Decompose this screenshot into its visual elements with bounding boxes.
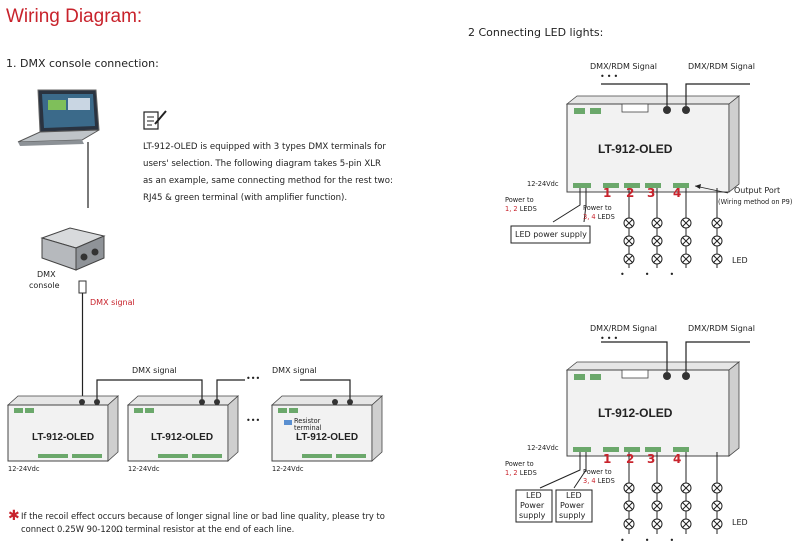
bottom-voltage: 12-24Vdc <box>527 444 559 452</box>
bottom-leds-12: 1, 2 <box>505 469 518 477</box>
supply-a-line-1: LED <box>526 491 542 500</box>
device-bottom-drawing <box>565 361 741 457</box>
section1-heading: 1. DMX console connection: <box>6 57 159 70</box>
console-label-1: DMX <box>37 270 56 279</box>
bottom-leds-34-suffix: LEDS <box>597 477 615 485</box>
top-power-to-12: Power to <box>505 196 534 204</box>
bottom-led-dots: ••• <box>620 536 695 545</box>
dmx-signal-label-2: DMX signal <box>272 366 317 375</box>
bottom-leds-34: 3, 4 <box>583 477 596 485</box>
supply-a-line-2: Power <box>520 501 545 510</box>
bottom-power-to-12: Power to <box>505 460 534 468</box>
bottom-channel-1: 1 <box>603 452 612 466</box>
dmx-console-icon <box>40 227 106 271</box>
top-signal-dots: ••• <box>600 72 621 81</box>
resistor-label-2: terminal <box>294 424 322 432</box>
section2-heading: 2 Connecting LED lights: <box>468 26 604 39</box>
led-lamps-bottom <box>623 482 723 530</box>
top-led-label: LED <box>732 256 748 265</box>
bottom-channel-2: 2 <box>626 452 635 466</box>
bottom-signal-dots: ••• <box>600 334 621 343</box>
supply-a-line-3: supply <box>519 511 546 520</box>
description-text: LT-912-OLED is equipped with 3 types DMX… <box>143 142 393 203</box>
top-voltage: 12-24Vdc <box>527 180 559 188</box>
output-port-label: Output Port <box>734 186 781 195</box>
top-device-name: LT-912-OLED <box>598 142 673 156</box>
resistor-label-1: Resistor <box>294 417 321 425</box>
device-3-voltage: 12-24Vdc <box>272 465 304 473</box>
device-3-drawing <box>270 395 384 462</box>
wiring-method-label: (Wiring method on P9) <box>718 198 793 206</box>
device-2-voltage: 12-24Vdc <box>128 465 160 473</box>
device-2-name: LT-912-OLED <box>151 432 214 443</box>
supply-b-line-3: supply <box>559 511 586 520</box>
supply-b-line-2: Power <box>560 501 585 510</box>
dmx-signal-red-label: DMX signal <box>90 298 135 307</box>
top-led-power-supply: LED power supply <box>515 230 587 239</box>
bottom-led-label: LED <box>732 518 748 527</box>
device-3-name: LT-912-OLED <box>296 432 359 443</box>
top-channel-4: 4 <box>673 186 682 200</box>
top-channel-2: 2 <box>626 186 635 200</box>
edit-note-icon <box>143 110 167 130</box>
device-top-drawing <box>565 95 741 193</box>
bottom-signal-label-1: DMX/RDM Signal <box>590 324 657 333</box>
supply-b-line-1: LED <box>566 491 582 500</box>
footnote: If the recoil effect occurs because of l… <box>21 511 385 534</box>
top-channel-3: 3 <box>647 186 656 200</box>
top-leds-12: 1, 2 <box>505 205 518 213</box>
console-label-2: console <box>29 281 60 290</box>
top-leds-12-suffix: LEDS <box>519 205 537 213</box>
top-power-to-34: Power to <box>583 204 612 212</box>
asterisk-icon: ✱ <box>8 508 20 524</box>
bottom-signal-label-2: DMX/RDM Signal <box>688 324 755 333</box>
device-1-name: LT-912-OLED <box>32 432 95 443</box>
bottom-power-to-34: Power to <box>583 468 612 476</box>
top-led-dots: ••• <box>620 270 695 279</box>
bottom-channel-3: 3 <box>647 452 656 466</box>
led-lamps-top <box>623 217 723 265</box>
laptop-icon <box>17 89 100 146</box>
top-signal-label-2: DMX/RDM Signal <box>688 62 755 71</box>
bottom-channel-4: 4 <box>673 452 682 466</box>
top-leds-34-suffix: LEDS <box>597 213 615 221</box>
top-signal-label-1: DMX/RDM Signal <box>590 62 657 71</box>
page-title: Wiring Diagram: <box>6 6 143 27</box>
chain-ellipsis: ••• <box>246 374 261 383</box>
device-2-drawing <box>126 395 240 462</box>
dmx-signal-label-1: DMX signal <box>132 366 177 375</box>
device-ellipsis: ••• <box>246 416 261 425</box>
device-1-voltage: 12-24Vdc <box>8 465 40 473</box>
top-leds-34: 3, 4 <box>583 213 596 221</box>
bottom-leds-12-suffix: LEDS <box>519 469 537 477</box>
top-channel-1: 1 <box>603 186 612 200</box>
bottom-device-name: LT-912-OLED <box>598 406 673 420</box>
device-1-drawing <box>6 395 120 462</box>
